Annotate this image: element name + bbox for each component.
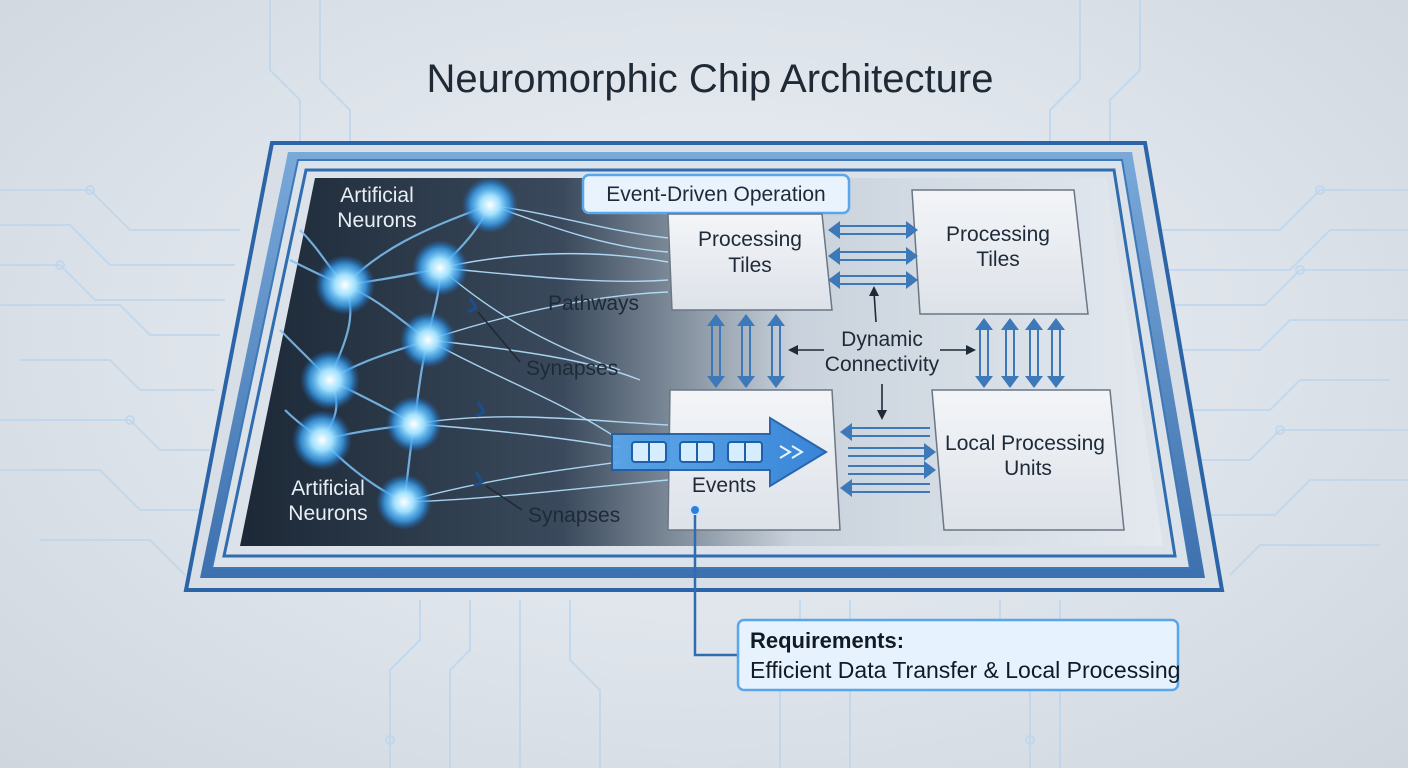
processing-tiles-left-line1: Processing [698, 228, 802, 251]
dynamic-connectivity-line2: Connectivity [825, 353, 940, 376]
local-processing-units-box: Local Processing Units [931, 389, 1125, 531]
requirements-heading: Requirements: [750, 628, 904, 653]
artificial-neurons-label-bottom-line2: Neurons [288, 502, 367, 525]
synapse-mark [467, 297, 479, 314]
dynamic-connectivity-annotation: Dynamic Connectivity [788, 286, 976, 420]
artificial-neurons-label-bottom-line1: Artificial [291, 477, 365, 500]
processing-tiles-right-line1: Processing [946, 223, 1050, 246]
pathways-label: Pathways [548, 292, 639, 315]
neural-network [279, 177, 669, 530]
event-stream-arrow [611, 416, 828, 488]
event-driven-operation-label: Event-Driven Operation [606, 183, 825, 206]
event-driven-operation-tag: Event-Driven Operation [581, 173, 851, 215]
local-processing-units-line1: Local Processing [945, 432, 1105, 455]
processing-tiles-right-line2: Tiles [976, 248, 1020, 271]
tiles-vertical-links-right [975, 318, 1065, 388]
neuron [376, 474, 432, 530]
synapse-mark [475, 401, 487, 418]
requirements-callout: Requirements: Efficient Data Transfer & … [689, 504, 1180, 692]
processing-tiles-right-box: Processing Tiles [911, 189, 1089, 315]
neuron [315, 255, 375, 315]
neuron [400, 312, 456, 368]
artificial-neurons-label-top-line1: Artificial [340, 184, 414, 207]
synapse-mark [473, 471, 485, 488]
synapses-leader-top [477, 311, 521, 363]
processing-tiles-left-line2: Tiles [728, 254, 772, 277]
neuron [412, 240, 468, 296]
artificial-neurons-label-top-line2: Neurons [337, 209, 416, 232]
local-processing-units-line2: Units [1004, 457, 1052, 480]
synapses-label-top: Synapses [526, 357, 618, 380]
neuron [292, 410, 352, 470]
neuron [300, 350, 360, 410]
neuron [462, 177, 518, 233]
events-to-local-links [840, 423, 936, 497]
tiles-horizontal-links [828, 221, 918, 289]
requirements-body: Efficient Data Transfer & Local Processi… [750, 657, 1180, 683]
page-title: Neuromorphic Chip Architecture [427, 57, 994, 101]
dynamic-connectivity-line1: Dynamic [841, 328, 923, 351]
tiles-vertical-links-left [707, 314, 785, 388]
processing-tiles-left-box: Processing Tiles [667, 213, 833, 311]
events-label: Events [692, 474, 756, 497]
synapses-label-bottom: Synapses [528, 504, 620, 527]
synapses-leader-bottom [485, 485, 523, 511]
neuron [386, 396, 442, 452]
